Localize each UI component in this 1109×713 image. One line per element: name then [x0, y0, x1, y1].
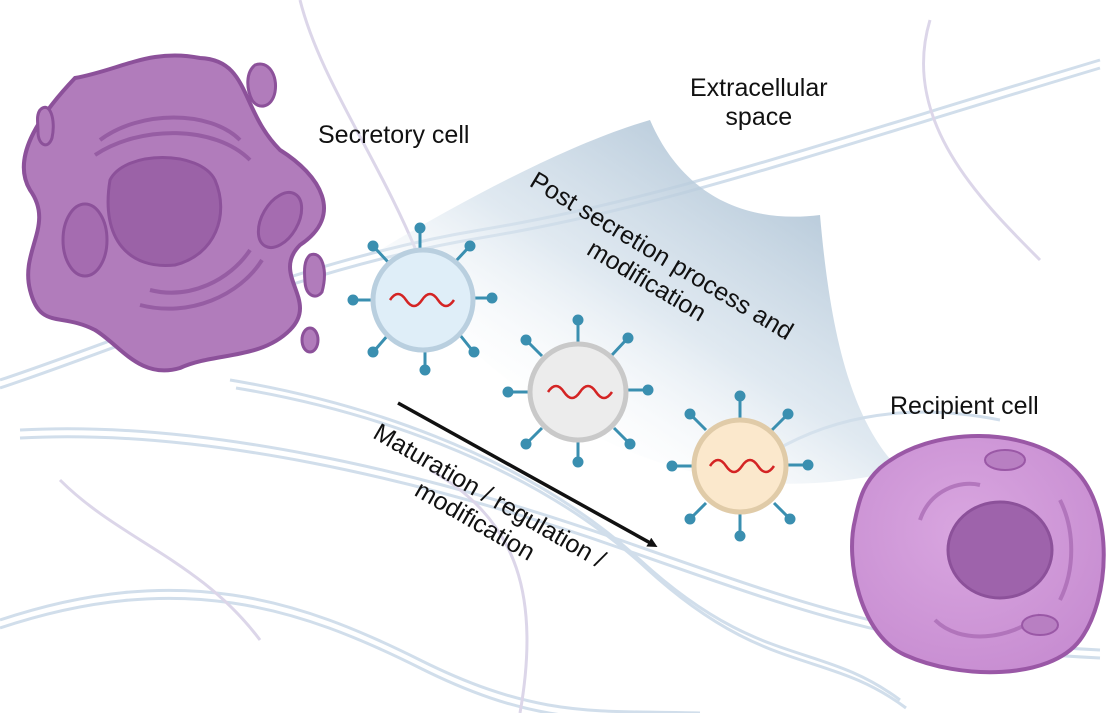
maturation-arrow	[397, 401, 658, 547]
extracellular-space-line1: Extracellular	[690, 74, 828, 102]
vesicle-2	[502, 314, 654, 468]
vesicle-1	[347, 222, 498, 376]
secretory-nucleus	[106, 156, 223, 268]
extracellular-space-line2: space	[725, 102, 793, 131]
secretory-cell-label: Secretory cell	[318, 121, 470, 149]
secretory-cell	[21, 53, 326, 373]
recipient-nucleus	[946, 500, 1054, 600]
vesicle-3	[666, 390, 814, 542]
extracellular-cone	[380, 120, 900, 484]
extracellular-space-label: Extracellular space	[690, 74, 828, 132]
recipient-cell	[850, 434, 1106, 675]
recipient-cell-label: Recipient cell	[890, 392, 1039, 420]
